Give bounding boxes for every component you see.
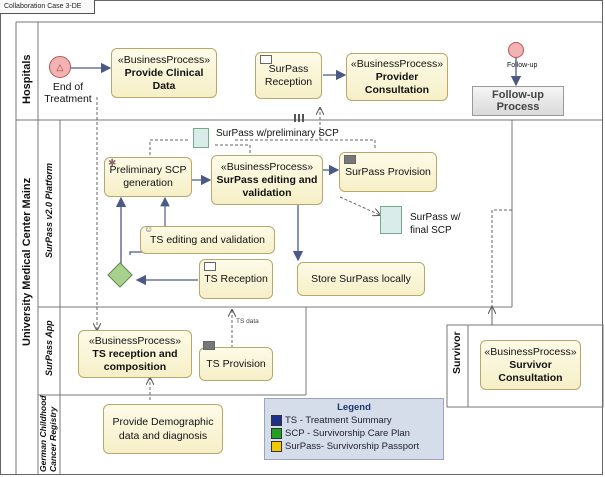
provide-clinical-data[interactable]: «BusinessProcess»Provide Clinical Data [111, 48, 217, 98]
triangle-icon: △ [56, 61, 64, 72]
follow-up-process[interactable]: Follow-up Process [472, 86, 564, 116]
preliminary-scp-generation[interactable]: Preliminary SCP generation [104, 157, 192, 197]
envelope-icon [344, 155, 356, 164]
doc-final-label: SurPass w/ final SCP [410, 212, 461, 236]
legend: Legend TS - Treatment Summary SCP - Surv… [264, 398, 444, 460]
legend-title: Legend [337, 402, 371, 413]
surpass-provision[interactable]: SurPass Provision [339, 152, 437, 192]
follow-up-event [508, 42, 524, 58]
ts-data-label: TS data [236, 318, 259, 325]
ts-provision[interactable]: TS Provision [199, 347, 273, 381]
document-icon [380, 206, 402, 234]
frame-title: Collaboration Case 3-DE [0, 0, 95, 14]
legend-row-scp: SCP - Survivorship Care Plan [271, 428, 443, 439]
legend-row-ts: TS - Treatment Summary [271, 415, 443, 426]
legend-row-surpass: SurPass- Survivorship Passport [271, 441, 443, 452]
envelope-icon [260, 55, 272, 64]
ts-reception[interactable]: TS Reception [199, 259, 273, 299]
end-of-treatment-label: End of Treatment [44, 81, 92, 105]
gear-icon: ✱ [108, 158, 117, 169]
follow-up-label: Follow-up [507, 62, 538, 69]
provider-consultation[interactable]: «BusinessProcess»Provider Consultation [346, 53, 448, 101]
ts-reception-composition[interactable]: «BusinessProcess»TS reception and compos… [78, 330, 192, 378]
start-event: △ [49, 56, 71, 78]
store-surpass-locally[interactable]: Store SurPass locally [297, 262, 425, 296]
user-icon: ☺ [144, 224, 154, 234]
ts-editing-validation[interactable]: TS editing and validation [140, 226, 275, 254]
provide-demographic[interactable]: Provide Demographic data and diagnosis [103, 404, 223, 454]
envelope-icon [204, 262, 216, 271]
surpass-editing-validation[interactable]: «BusinessProcess»SurPass editing and val… [211, 155, 323, 205]
document-icon [193, 128, 209, 148]
doc-prelim-label: SurPass w/preliminary SCP [216, 128, 339, 139]
survivor-consultation[interactable]: «BusinessProcess»Survivor Consultation [480, 340, 581, 390]
envelope-icon [203, 341, 215, 350]
